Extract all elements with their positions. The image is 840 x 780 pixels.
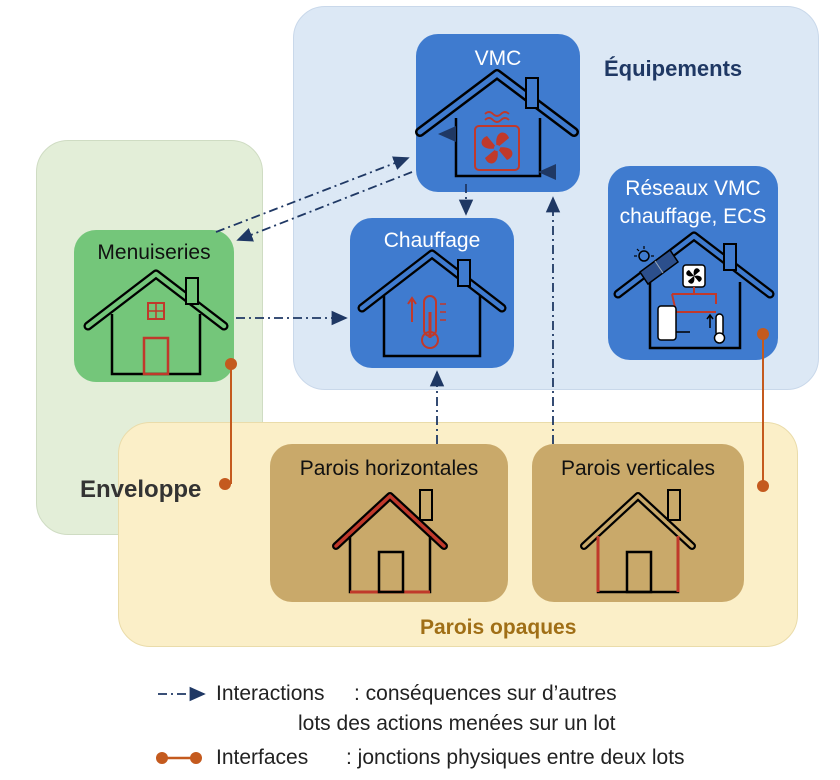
legend-interface-symbol: [156, 752, 202, 764]
menuiseries-title: Menuiseries: [97, 241, 211, 264]
interaction-connectors: [215, 156, 561, 444]
parois-verticales-card: Parois verticales: [532, 444, 744, 602]
reseaux-title-line2: chauffage, ECS: [619, 205, 767, 228]
solar-panel-icon: [634, 246, 680, 286]
enveloppe-label: Enveloppe: [80, 476, 202, 503]
legend-interfaces-desc: : jonctions physiques entre deux lots: [346, 746, 685, 769]
fan-icon: [682, 264, 706, 288]
interaction-vmc-to-menuiseries: [236, 171, 413, 242]
equipements-label: Équipements: [604, 56, 743, 81]
reseaux-title-line1: Réseaux VMC: [625, 177, 761, 200]
chauffage-title: Chauffage: [383, 229, 481, 252]
fan-icon: [474, 125, 520, 171]
parois-horizontales-card: Parois horizontales: [270, 444, 508, 602]
parois-verticales-title: Parois verticales: [560, 457, 716, 480]
interface-menuiseries-enveloppe: [219, 358, 237, 490]
legend-interactions-desc-1: : conséquences sur d’autres: [354, 682, 617, 705]
interaction-menuiseries-to-vmc: [215, 156, 410, 233]
reseaux-card: Réseaux VMC chauffage, ECS: [608, 166, 778, 360]
vmc-house-icon: [415, 69, 579, 180]
interface-reseaux-parois: [757, 328, 769, 492]
legend-interfaces-label: Interfaces: [216, 746, 309, 769]
menuiseries-card: Menuiseries: [74, 230, 234, 382]
parois-horizontales-house-icon: [332, 489, 448, 594]
parois-verticales-house-icon: [580, 489, 696, 594]
door-icon: [142, 336, 170, 376]
thermometer-icon: [706, 313, 726, 344]
parois-horizontales-title: Parois horizontales: [299, 457, 479, 480]
door-icon: [377, 550, 405, 594]
legend-interactions-desc-2: lots des actions menées sur un lot: [298, 712, 616, 735]
chauffage-card: Chauffage: [350, 218, 514, 368]
chauffage-house-icon: [357, 249, 507, 358]
door-icon: [625, 550, 653, 594]
legend-interactions-label: Interactions: [216, 682, 325, 705]
thermometer-icon: [407, 295, 446, 349]
parois-opaques-label: Parois opaques: [420, 616, 577, 639]
window-icon: [147, 302, 165, 320]
menuiseries-house-icon: [83, 269, 229, 376]
vmc-title: VMC: [474, 47, 522, 70]
reseaux-house-icon: [613, 231, 775, 350]
water-heater-icon: [657, 305, 677, 341]
